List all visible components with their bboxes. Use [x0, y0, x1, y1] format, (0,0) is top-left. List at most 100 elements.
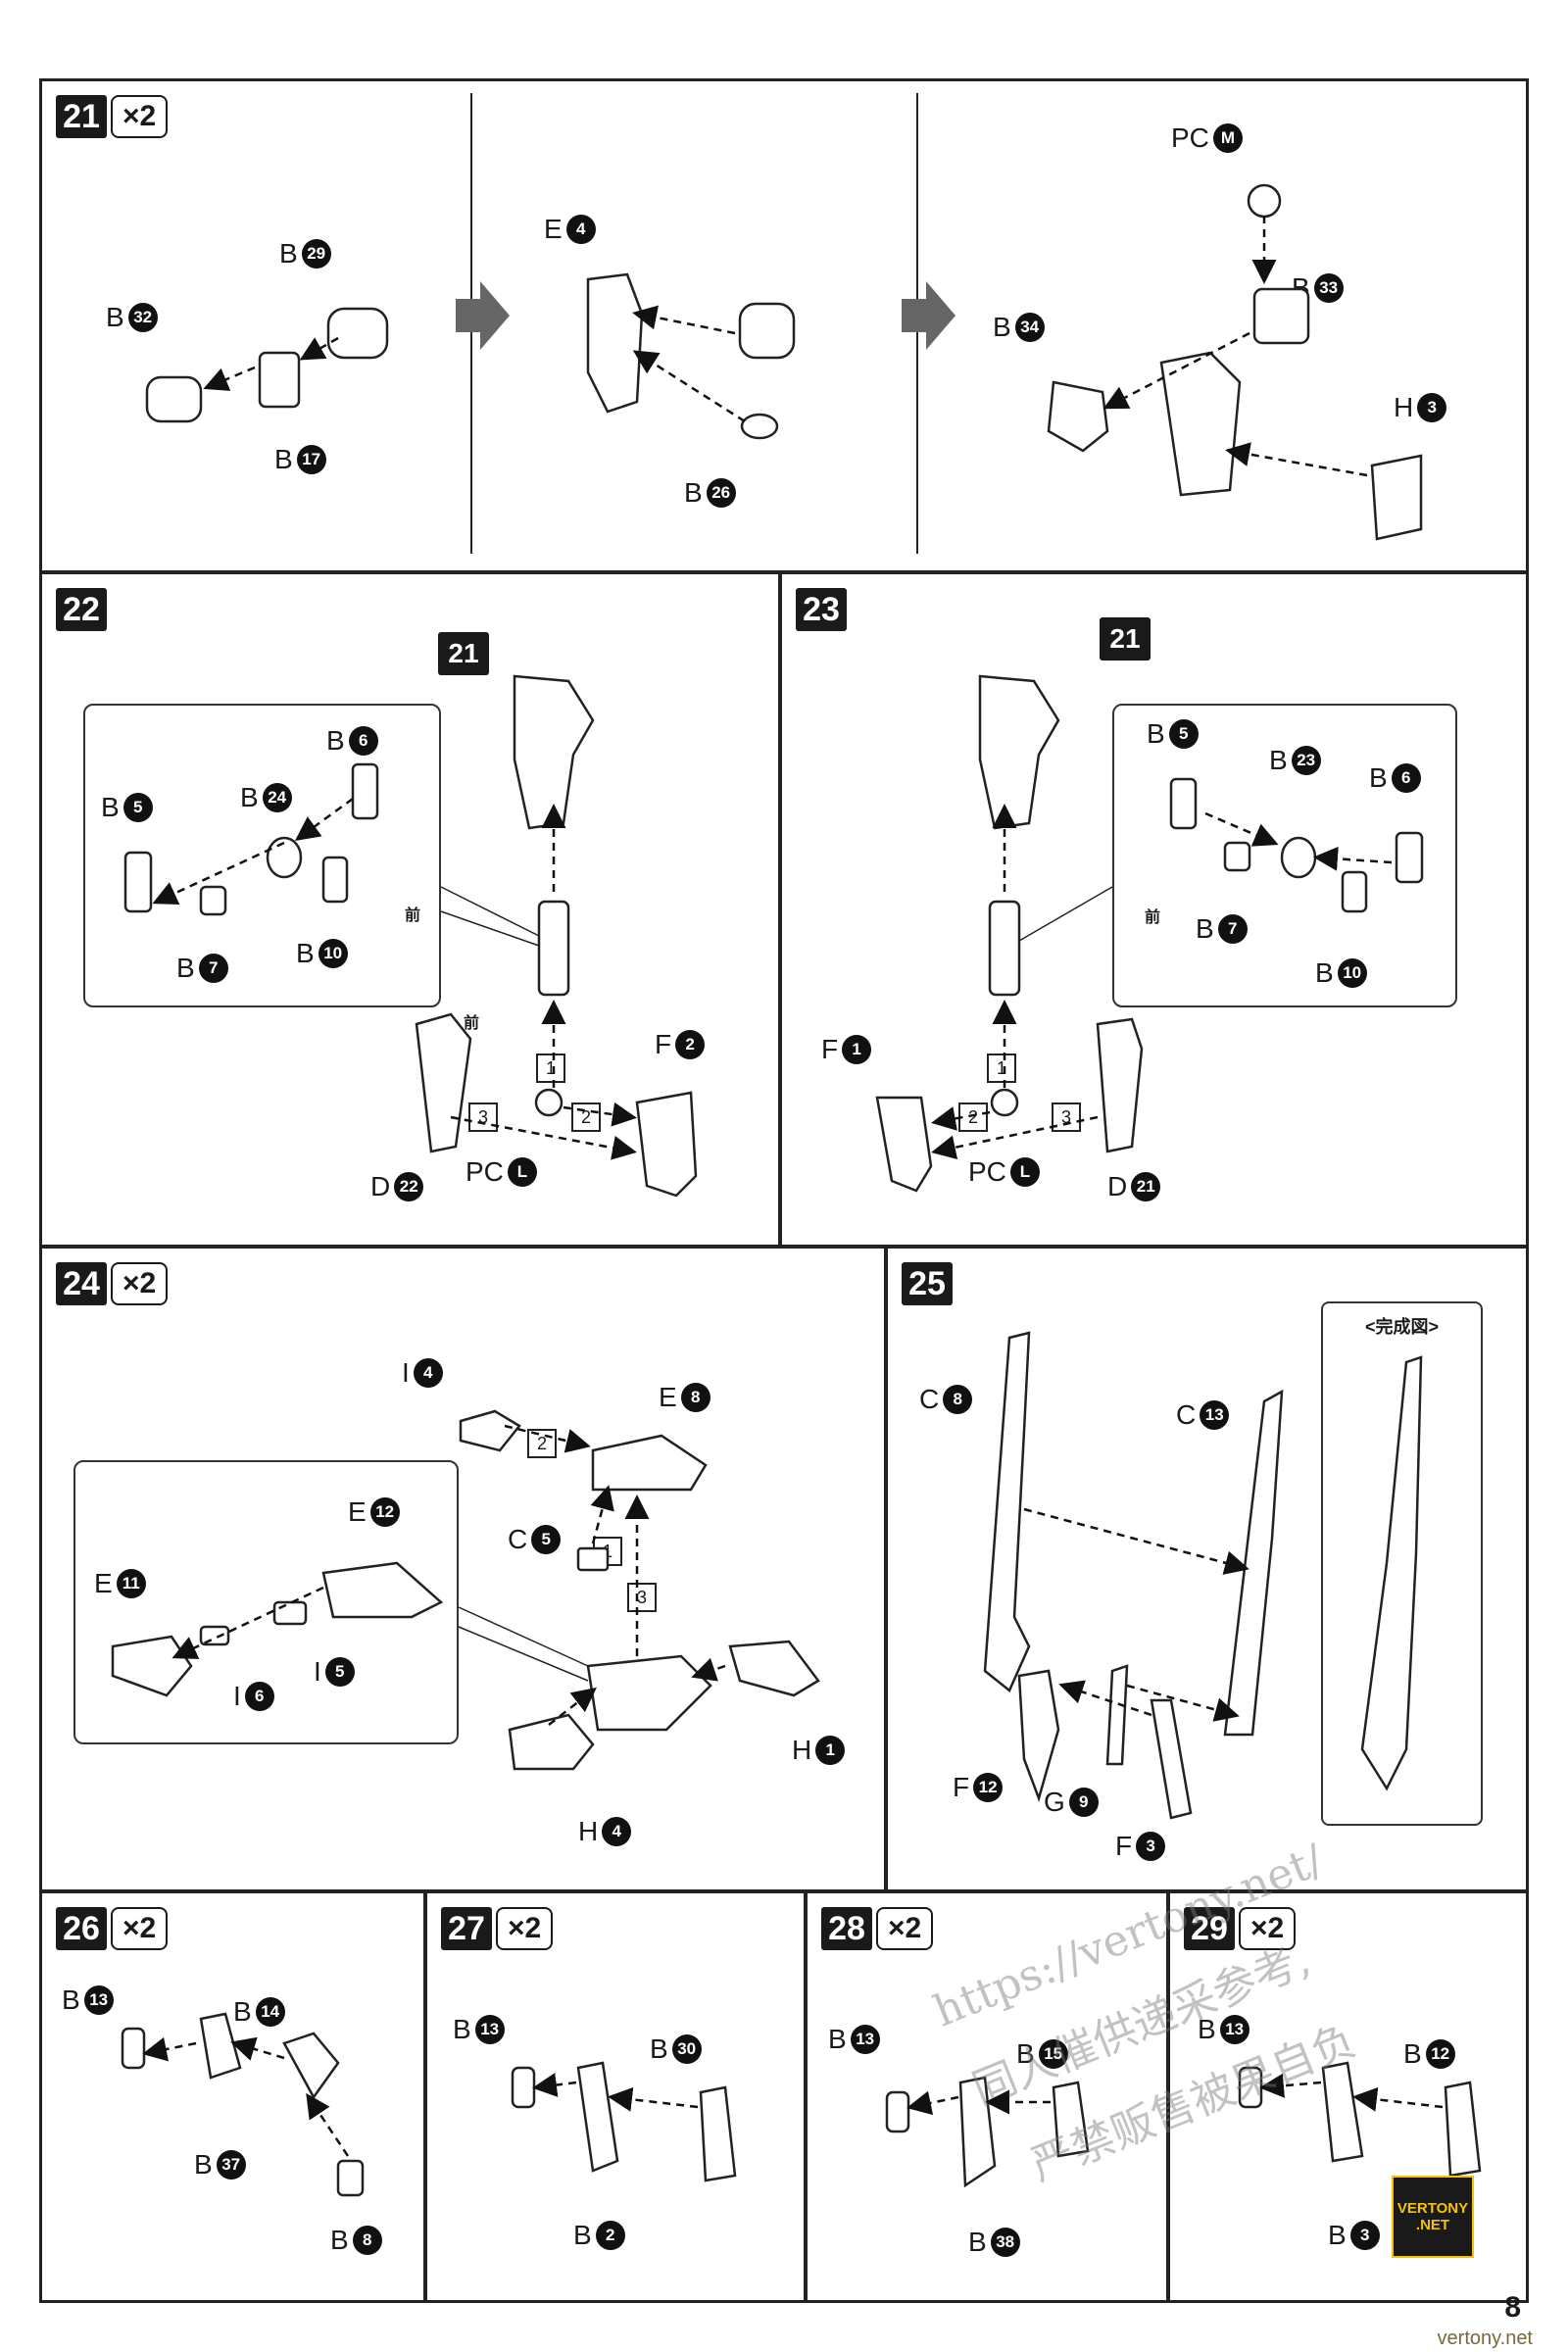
part-26-b8 — [336, 2159, 365, 2197]
part-b29 — [326, 307, 389, 360]
part-26-b14 — [282, 2032, 340, 2100]
front-mark: 前 — [405, 907, 421, 924]
part-b34 — [1047, 380, 1109, 453]
part-main-24 — [586, 1654, 712, 1732]
order-2: 2 — [571, 1102, 601, 1132]
order-2: 2 — [958, 1102, 988, 1132]
part-27-b13 — [511, 2066, 536, 2109]
multiplier-badge: ×2 — [111, 1907, 169, 1950]
step-22-detail-inset — [83, 704, 441, 1007]
step-number: 22 — [56, 588, 107, 631]
multiplier-badge: ×2 — [111, 1262, 169, 1305]
inset-b7 — [199, 885, 227, 916]
step-number: 24 — [56, 1262, 107, 1305]
order-3: 3 — [468, 1102, 498, 1132]
inset-b10 — [321, 856, 349, 904]
part-29-b3 — [1321, 2061, 1364, 2163]
order-1: 1 — [987, 1054, 1016, 1083]
step-number: 28 — [821, 1907, 872, 1950]
badge-line2: .NET — [1415, 2217, 1450, 2233]
part-b17 — [258, 351, 301, 409]
part-f3 — [1150, 1698, 1193, 1820]
order-3: 3 — [627, 1583, 657, 1612]
step-23-detail-inset — [1112, 704, 1457, 1007]
completion-view-box: <完成図> — [1321, 1301, 1483, 1826]
multiplier-badge: ×2 — [1239, 1907, 1297, 1950]
part-f2 — [635, 1091, 698, 1198]
page-number: 8 — [1504, 2291, 1521, 2324]
step-number: 27 — [441, 1907, 492, 1950]
multiplier-badge: ×2 — [111, 95, 169, 138]
part-h3 — [1370, 454, 1423, 541]
part-e4 — [586, 272, 644, 414]
part-h1 — [728, 1640, 820, 1697]
transition-arrow-2 — [902, 281, 956, 350]
step-number: 25 — [902, 1262, 953, 1305]
part-c13 — [1223, 1389, 1284, 1737]
order-2: 2 — [527, 1429, 557, 1458]
part-arm-upper-22 — [513, 674, 595, 830]
footer-url: vertony.net — [1437, 2328, 1533, 2349]
part-completed-sword — [1360, 1355, 1423, 1791]
part-joint-23 — [988, 900, 1021, 997]
part-e4-joint — [738, 302, 796, 360]
part-f12 — [1017, 1669, 1060, 1802]
step-transition-arrows — [456, 281, 956, 350]
inset-b6-23 — [1395, 831, 1424, 884]
inset-e12 — [321, 1561, 444, 1619]
part-27-b30 — [699, 2085, 737, 2182]
part-joint-22 — [537, 900, 570, 997]
part-26-b13 — [121, 2027, 146, 2070]
part-pc-l — [534, 1088, 564, 1117]
part-26-b37 — [199, 2012, 242, 2080]
badge-line1: VERTONY — [1396, 2200, 1469, 2217]
order-1: 1 — [536, 1054, 565, 1083]
front-mark: 前 — [1145, 909, 1161, 926]
part-b32 — [145, 375, 203, 423]
part-c8 — [983, 1331, 1031, 1692]
step-number: 26 — [56, 1907, 107, 1950]
inset-e11 — [111, 1635, 193, 1697]
part-g9 — [1105, 1664, 1129, 1766]
reference-step-21: 21 — [1100, 617, 1151, 661]
inset-b7-23 — [1223, 841, 1251, 872]
transition-arrow-1 — [456, 281, 510, 350]
inset-b10-23 — [1341, 870, 1368, 913]
step-number: 23 — [796, 588, 847, 631]
part-b26 — [740, 413, 779, 440]
inset-b5 — [123, 851, 153, 913]
